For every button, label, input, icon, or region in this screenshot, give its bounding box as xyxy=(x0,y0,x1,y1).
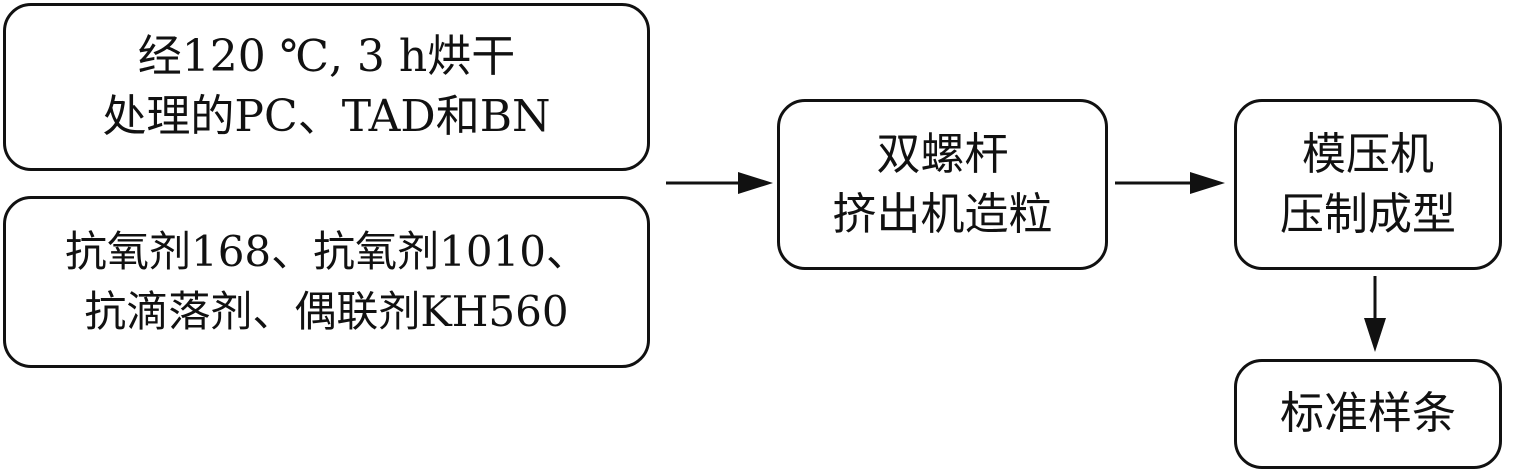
node-molding-line-1: 模压机 xyxy=(1302,128,1434,180)
node-extrusion-line-2: 挤出机造粒 xyxy=(832,188,1053,240)
node-additives: 抗氧剂168、抗氧剂1010、 抗滴落剂、偶联剂KH560 xyxy=(3,196,650,368)
node-molding: 模压机 压制成型 xyxy=(1234,99,1502,270)
node-extrusion: 双螺杆 挤出机造粒 xyxy=(777,99,1108,270)
arrow-molding-to-sample xyxy=(1364,276,1386,352)
node-raw-materials: 经120 ℃, 3 h烘干 处理的PC、TAD和BN xyxy=(3,3,650,171)
arrow-inputs-to-extrusion xyxy=(666,172,773,194)
node-additives-line-2: 抗滴落剂、偶联剂KH560 xyxy=(84,287,569,336)
node-raw-materials-line-2: 处理的PC、TAD和BN xyxy=(102,91,551,142)
node-raw-materials-line-1: 经120 ℃, 3 h烘干 xyxy=(137,31,516,82)
node-additives-line-1: 抗氧剂168、抗氧剂1010、 xyxy=(64,227,589,276)
node-sample-line-1: 标准样条 xyxy=(1280,388,1456,439)
node-extrusion-line-1: 双螺杆 xyxy=(876,128,1009,180)
node-molding-line-2: 压制成型 xyxy=(1280,188,1456,240)
node-sample: 标准样条 xyxy=(1234,359,1502,469)
arrow-extrusion-to-molding xyxy=(1115,172,1225,194)
